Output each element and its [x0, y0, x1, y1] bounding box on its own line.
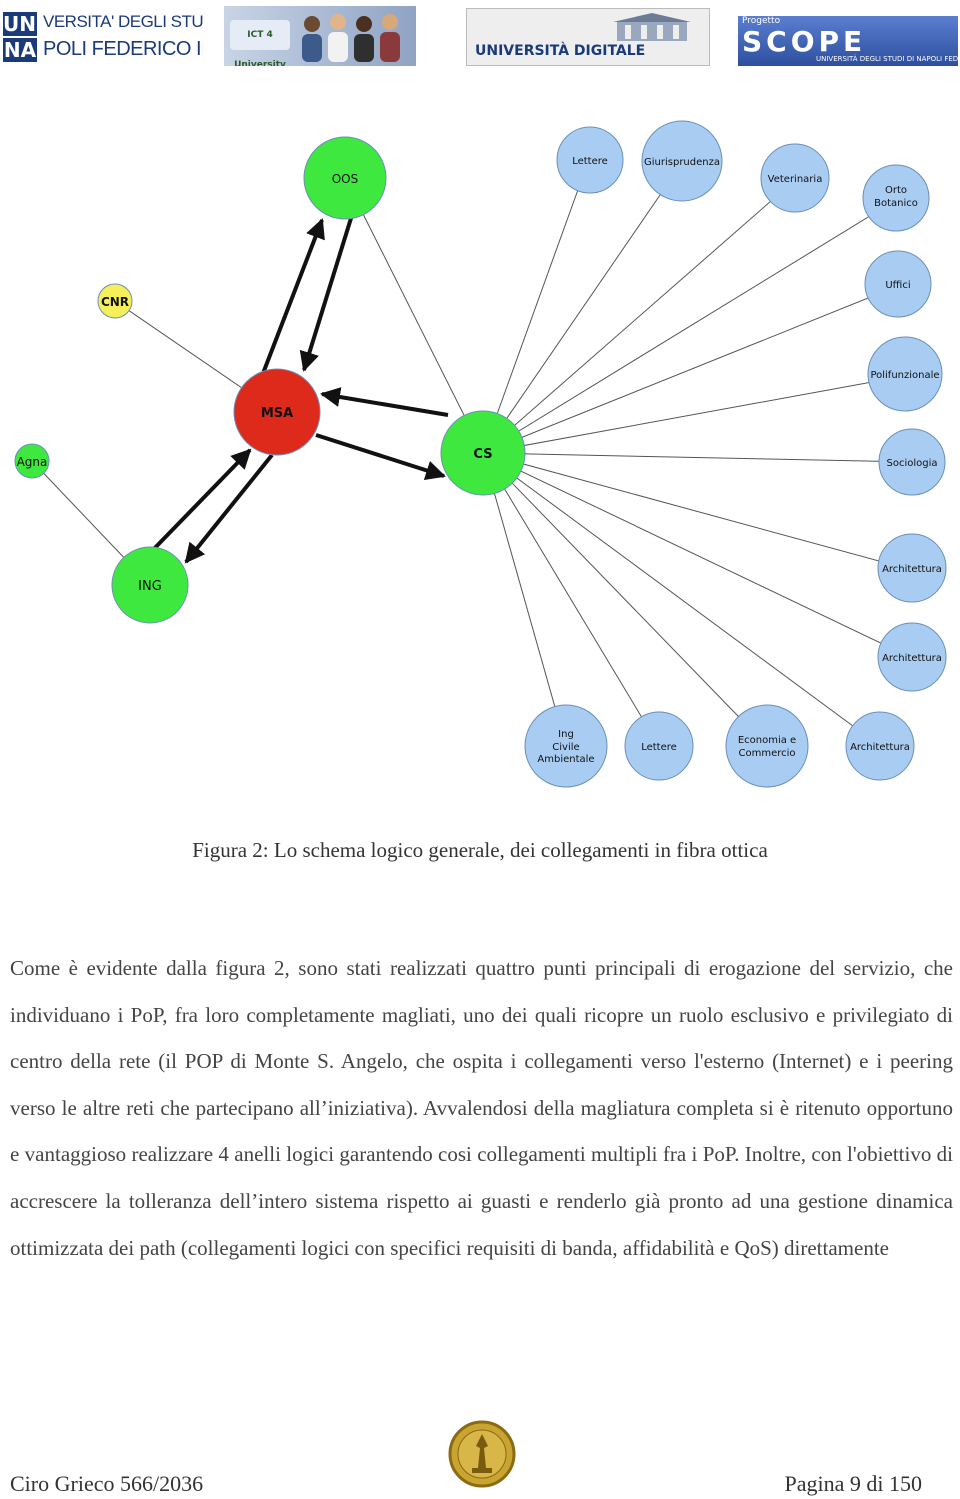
node-lettere-bottom	[624, 711, 694, 781]
link-msa-cs	[315, 433, 446, 481]
node-architettura-1	[877, 533, 947, 603]
link-cs-msa	[320, 387, 449, 417]
label-lettere-bottom: Lettere	[641, 742, 677, 753]
universita-digitale-logo: UNIVERSITÀ DIGITALE	[466, 8, 710, 66]
link-cs-veterinaria	[482, 179, 796, 454]
link-cs-architettura-2	[482, 452, 913, 659]
link-cs-lettere-bottom	[482, 452, 660, 747]
other-links	[31, 300, 278, 586]
label-ambientale: Ambientale	[537, 754, 594, 765]
link-ing-msa	[146, 448, 252, 557]
node-agna	[14, 443, 50, 479]
link-cs-oos	[344, 177, 484, 454]
node-labels: OOS CNR MSA CS Agna ING Lettere Giurispr…	[17, 156, 942, 765]
unina-logo: UNI NA VERSITA' DEGLI STUDI DI POLI FEDE…	[3, 8, 203, 66]
label-ing: ING	[138, 579, 162, 594]
figure-caption: Figura 2: Lo schema logico generale, dei…	[192, 838, 768, 862]
node-ing-civile	[524, 704, 608, 788]
node-economia	[725, 704, 809, 788]
link-cs-ing-civile	[482, 452, 567, 747]
unina-logo-box-bottom: NA	[3, 38, 37, 62]
unina-logo-line1: VERSITA' DEGLI STUDI DI	[43, 12, 203, 31]
footer-page-number: Pagina 9 di 150	[784, 1471, 923, 1496]
label-giurisprudenza: Giurisprudenza	[644, 157, 720, 168]
label-veterinaria: Veterinaria	[768, 174, 823, 185]
link-cs-orto-botanico	[482, 199, 897, 454]
label-cnr: CNR	[101, 295, 129, 309]
link-cs-giurisprudenza	[482, 162, 683, 454]
label-orto: Orto	[885, 185, 907, 196]
footer-author: Ciro Grieco 566/2036	[10, 1471, 204, 1496]
node-orto-botanico	[862, 164, 930, 232]
label-msa: MSA	[261, 406, 293, 421]
unina-logo-box-top: UNI	[3, 12, 44, 36]
scope-logo: Progetto SCOPE UNIVERSITÀ DEGLI STUDI DI…	[738, 16, 958, 66]
universita-digitale-label: UNIVERSITÀ DIGITALE	[475, 43, 646, 59]
label-economia: Economia e	[738, 735, 796, 746]
node-polifunzionale	[867, 336, 943, 412]
link-cs-sociologia	[482, 452, 913, 463]
scope-subtitle: UNIVERSITÀ DEGLI STUDI DI NAPOLI FEDERIC…	[816, 55, 958, 63]
node-architettura-3	[845, 711, 915, 781]
label-commercio: Commercio	[738, 748, 795, 759]
node-veterinaria	[760, 143, 830, 213]
node-giurisprudenza	[641, 120, 723, 202]
link-cs-uffici	[482, 285, 899, 454]
network-diagram: OOS CNR MSA CS Agna ING Lettere Giurispr…	[14, 120, 947, 788]
unina-logo-line2: POLI FEDERICO II	[43, 38, 203, 60]
label-agna: Agna	[17, 455, 48, 469]
label-uffici: Uffici	[885, 280, 910, 291]
label-polifunzionale: Polifunzionale	[870, 370, 939, 381]
label-lettere-top: Lettere	[572, 156, 608, 167]
university-seal-icon	[448, 1420, 516, 1488]
ict4university-label: ICT 4 University	[230, 20, 290, 66]
students-photo-icon	[302, 14, 400, 62]
node-oos	[303, 136, 387, 220]
label-architettura-1: Architettura	[882, 564, 942, 575]
body-paragraph: Come è evidente dalla figura 2, sono sta…	[10, 956, 953, 1260]
ict4university-logo: ICT 4 University	[224, 6, 416, 66]
scope-title: SCOPE	[742, 25, 867, 58]
node-cnr	[97, 283, 133, 319]
label-architettura-2: Architettura	[882, 653, 942, 664]
link-msa-ing	[184, 453, 274, 564]
link-cs-economia	[482, 452, 768, 747]
pop-nodes	[14, 136, 526, 624]
node-sociologia	[878, 428, 946, 496]
link-cs-architettura-1	[482, 452, 913, 571]
link-msa-oos	[260, 218, 325, 377]
node-ing	[111, 546, 189, 624]
link-cs-polifunzionale	[482, 375, 906, 454]
link-oos-msa	[299, 214, 354, 372]
page-header: UNI NA VERSITA' DEGLI STUDI DI POLI FEDE…	[0, 0, 960, 72]
label-oos: OOS	[332, 172, 359, 186]
faculty-nodes	[524, 120, 947, 788]
label-ing: Ing	[558, 729, 574, 740]
node-msa	[233, 368, 321, 456]
link-cs-architettura-3	[482, 452, 881, 747]
node-lettere-top	[556, 126, 624, 194]
label-sociologia: Sociologia	[886, 458, 937, 469]
cs-links	[344, 161, 913, 747]
link-cs-lettere-top	[482, 161, 589, 454]
building-icon	[613, 13, 691, 41]
label-civile: Civile	[552, 742, 579, 753]
label-architettura-3: Architettura	[850, 742, 910, 753]
label-botanico: Botanico	[874, 198, 918, 209]
node-uffici	[864, 250, 932, 318]
pop-links	[146, 214, 449, 564]
scope-small-label: Progetto	[742, 16, 781, 26]
node-cs	[440, 410, 526, 496]
label-cs: CS	[473, 447, 492, 462]
node-architettura-2	[877, 622, 947, 692]
